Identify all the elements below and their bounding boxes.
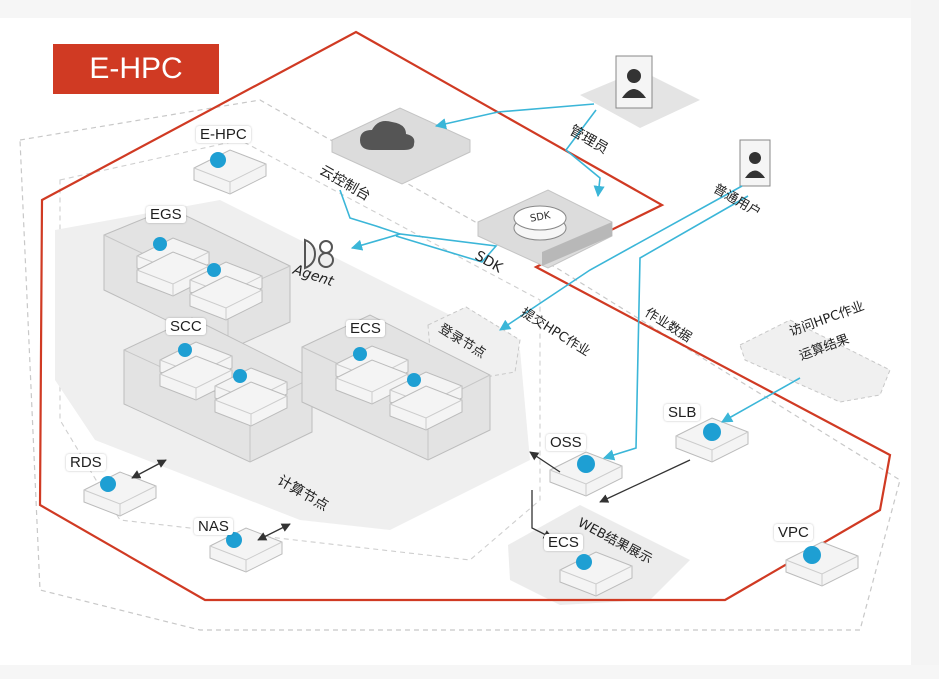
user-person-icon <box>749 152 761 164</box>
service-icons <box>100 152 821 570</box>
cloud-icon <box>360 121 415 150</box>
node-label-oss: OSS <box>546 434 586 451</box>
node-label-nas: NAS <box>194 518 233 535</box>
product-title: E-HPC <box>53 44 219 94</box>
access-to-slb-flow <box>721 377 801 423</box>
node-label-egs: EGS <box>146 206 186 223</box>
user-to-login-flow <box>499 185 743 331</box>
agent-logo-icon <box>304 238 334 270</box>
top-edge <box>0 0 939 18</box>
sdk-to-agent-flow <box>350 233 498 263</box>
node-label-rds: RDS <box>66 454 106 471</box>
admin-to-console-flow <box>434 103 595 130</box>
oss-sync-flow <box>529 451 561 473</box>
admin-person-icon <box>627 69 641 83</box>
access-results-box <box>739 319 891 403</box>
node-label-ecs-web: ECS <box>544 534 583 551</box>
node-label-slb: SLB <box>664 404 701 421</box>
node-label-vpc: VPC <box>774 524 813 541</box>
slb-to-ecs-flow <box>599 459 691 503</box>
console-to-agent-flow <box>339 189 401 235</box>
rds-link <box>131 459 167 479</box>
right-edge <box>911 0 939 679</box>
node-label-ecs-compute: ECS <box>346 320 385 337</box>
node-label-ehpc: E-HPC <box>196 126 251 143</box>
node-label-scc: SCC <box>166 318 206 335</box>
ehpc-boundary <box>38 30 892 602</box>
bottom-edge <box>0 665 939 679</box>
user-to-oss-flow <box>602 195 749 461</box>
vpc-boundary <box>19 99 901 631</box>
admin-to-sdk-flow <box>564 109 605 198</box>
nas-link <box>257 523 291 541</box>
